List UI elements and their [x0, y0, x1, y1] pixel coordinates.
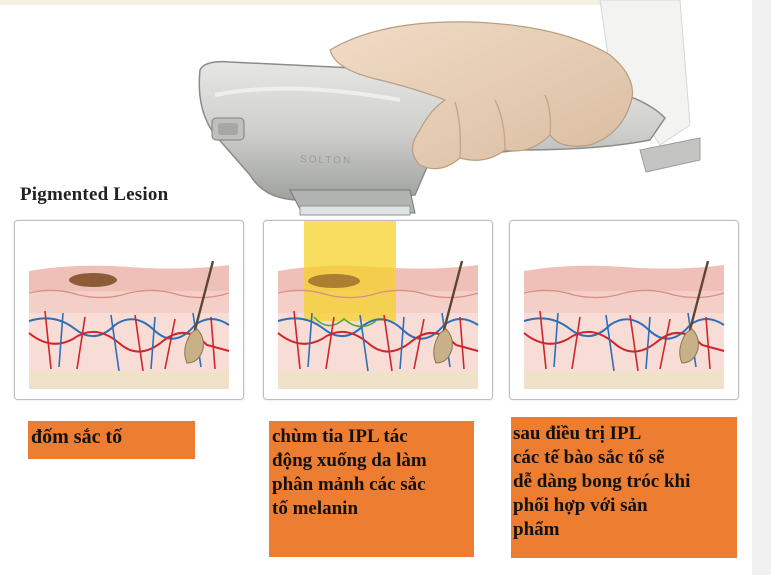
skin-panel-after [509, 220, 739, 400]
caption-pigment-spot: đốm sắc tố [28, 421, 195, 459]
skin-panel-ipl [263, 220, 493, 400]
ipl-handpiece-illustration: SOLTON [198, 0, 701, 216]
device-brand-text: SOLTON [300, 154, 353, 167]
ipl-beam [304, 221, 396, 321]
skin-cross-section-illustration [510, 221, 738, 399]
top-border [0, 0, 640, 5]
section-heading: Pigmented Lesion [20, 184, 169, 205]
caption-ipl-beam: chùm tia IPL tác động xuống da làm phân … [269, 421, 474, 557]
skin-cross-section-illustration [264, 221, 492, 399]
right-margin-strip [752, 0, 771, 575]
caption-after-treatment: sau điều trị IPL các tế bào sắc tố sẽ dễ… [511, 417, 737, 558]
skin-panel-before [14, 220, 244, 400]
skin-cross-section-illustration [15, 221, 243, 399]
